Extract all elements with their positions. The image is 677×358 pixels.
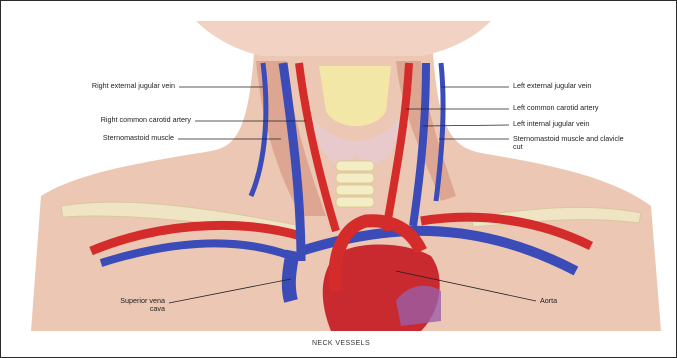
- label-left-external-jugular-vein: Left external jugular vein: [513, 82, 591, 90]
- label-left-common-carotid-artery: Left common carotid artery: [513, 104, 599, 112]
- label-sternomastoid-muscle: Sternomastoid muscle: [76, 134, 174, 142]
- figure-caption: NECK VESSELS: [301, 340, 381, 347]
- superior-vena-cava: [289, 251, 293, 301]
- jaw-shadow: [196, 21, 491, 56]
- label-sternomastoid-clavicle-cut: Sternomastoid muscle and clavicle cut: [513, 135, 625, 152]
- label-aorta: Aorta: [540, 297, 557, 305]
- label-right-external-jugular-vein: Right external jugular vein: [57, 82, 175, 90]
- label-left-internal-jugular-vein: Left internal jugular vein: [513, 120, 589, 128]
- label-right-common-carotid-artery: Right common carotid artery: [41, 116, 191, 124]
- label-superior-vena-cava: Superior vena cava: [109, 297, 165, 314]
